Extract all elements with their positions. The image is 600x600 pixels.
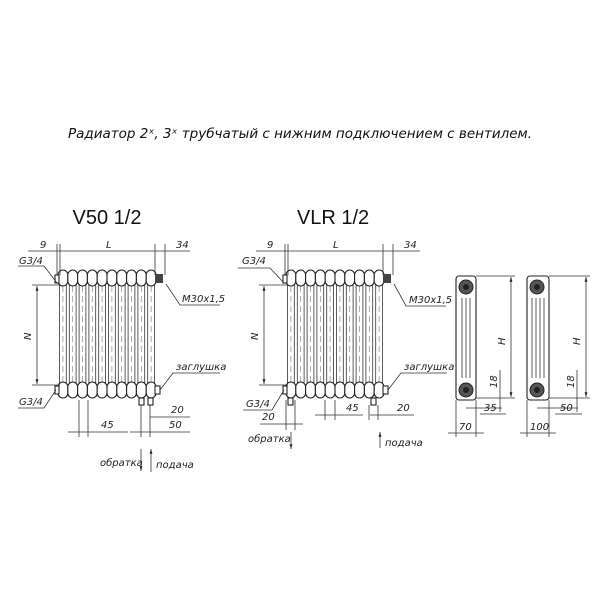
vlr-supply-label: подача bbox=[385, 438, 423, 449]
vlr-dim-right-pipe: 20 bbox=[397, 403, 410, 414]
v50-radiator-body bbox=[54, 269, 163, 406]
v50-dim-right: 34 bbox=[176, 240, 189, 251]
side-3col-dim-18: 18 bbox=[566, 375, 577, 388]
v50-dim-left: 9 bbox=[40, 240, 46, 251]
v50-front-view: V50 1/2 9 L 34 G3/4 M30x1,5 заглушка G3/… bbox=[18, 207, 226, 472]
v50-height-label: N bbox=[23, 332, 34, 340]
vlr-dim-length: L bbox=[333, 240, 339, 251]
vlr-height-label: N bbox=[250, 332, 261, 340]
side-2col-dim-18: 18 bbox=[489, 375, 500, 388]
v50-model-label: V50 1/2 bbox=[73, 207, 142, 229]
v50-dim-length: L bbox=[106, 240, 112, 251]
side-3col-dim-offset: 50 bbox=[560, 403, 573, 414]
vlr-radiator-body bbox=[282, 269, 391, 406]
vlr-valve-thread: M30x1,5 bbox=[409, 295, 452, 306]
vlr-dim-left: 9 bbox=[267, 240, 273, 251]
v50-dim-section: 45 bbox=[101, 420, 114, 431]
vlr-thread-bottom: G3/4 bbox=[246, 399, 270, 410]
v50-return-label: обратка bbox=[100, 457, 143, 469]
side-view-2-column: H 18 35 70 bbox=[448, 275, 515, 437]
side-2col-height: H bbox=[497, 337, 508, 345]
side-3col-depth: 100 bbox=[530, 422, 549, 433]
vlr-return-label: обратка bbox=[248, 433, 291, 445]
v50-valve-thread: M30x1,5 bbox=[182, 294, 225, 305]
side-view-3-column: H 18 50 100 bbox=[520, 275, 590, 437]
drawing-title: Радиатор 2ˣ, 3ˣ трубчатый с нижним подкл… bbox=[68, 126, 532, 142]
vlr-thread-top: G3/4 bbox=[242, 256, 266, 267]
vlr-dim-left-pipe: 20 bbox=[262, 412, 275, 423]
vlr-model-label: VLR 1/2 bbox=[297, 207, 369, 229]
side-2col-depth: 70 bbox=[459, 422, 472, 433]
vlr-dim-right: 34 bbox=[404, 240, 417, 251]
side-3col-height: H bbox=[572, 337, 583, 345]
v50-thread-top: G3/4 bbox=[19, 256, 43, 267]
vlr-plug-label: заглушка bbox=[404, 362, 454, 373]
v50-dim-pipe-spacing: 20 bbox=[171, 405, 184, 416]
v50-supply-label: подача bbox=[156, 460, 194, 471]
vlr-dim-section: 45 bbox=[346, 403, 359, 414]
v50-dim-offset: 50 bbox=[169, 420, 182, 431]
side-2col-dim-offset: 35 bbox=[484, 403, 497, 414]
v50-plug-label: заглушка bbox=[176, 362, 226, 373]
v50-thread-bottom: G3/4 bbox=[19, 397, 43, 408]
vlr-front-view: VLR 1/2 9 L 34 G3/4 M30x1,5 заглушка G3/… bbox=[238, 207, 454, 449]
